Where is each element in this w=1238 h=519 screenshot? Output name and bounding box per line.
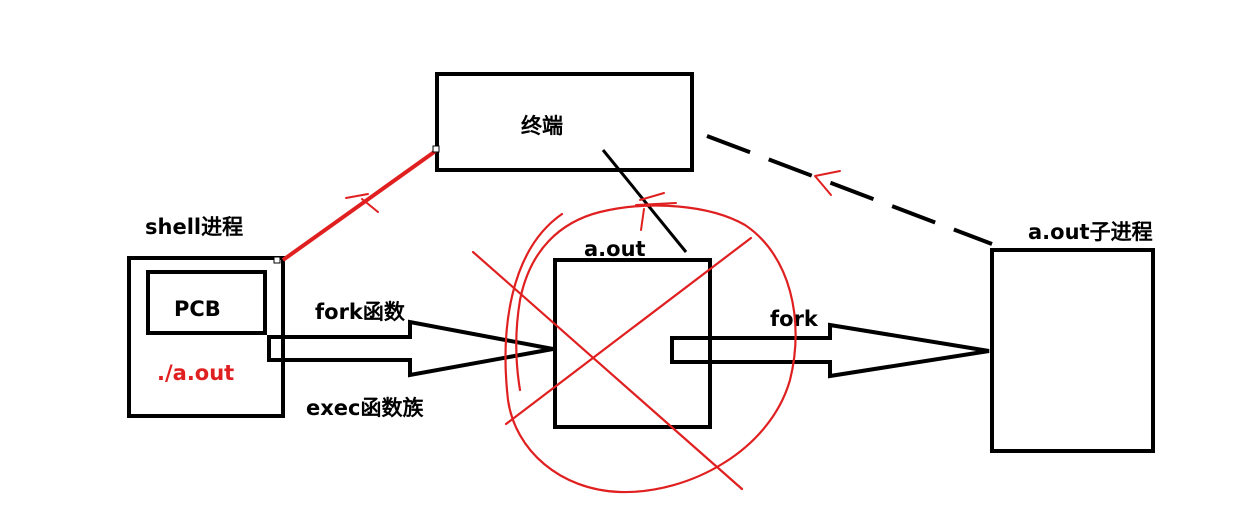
red-arrowhead-mark-vertical [635, 192, 677, 231]
fork-arrow [670, 322, 990, 379]
connector-handle-bottom [273, 256, 281, 264]
aout-child-label: a.out子进程 [1028, 220, 1153, 244]
aout-child-box [990, 248, 1155, 453]
exec-family-label: exec函数族 [306, 396, 424, 420]
shell-process-label: shell进程 [145, 215, 243, 239]
aout-box [553, 258, 712, 429]
aout-label: a.out [584, 237, 646, 261]
red-arrowhead-mark [345, 193, 379, 213]
red-arrowhead-mark-dashed [814, 170, 841, 196]
shell-terminal-connector [281, 148, 439, 262]
fork-function-label: fork函数 [315, 300, 406, 324]
aout-terminal-connector [601, 149, 688, 253]
connector-handle-top [432, 145, 440, 153]
red-cross-stroke-1 [471, 250, 744, 491]
pcb-label: PCB [174, 297, 221, 321]
terminal-label: 终端 [521, 114, 563, 138]
child-terminal-dashed-connector [706, 134, 993, 246]
red-scribble-circle [504, 204, 797, 494]
red-cross-stroke-2 [504, 236, 753, 426]
pcb-box [146, 270, 267, 335]
terminal-box [435, 72, 694, 172]
shell-process-box [127, 256, 285, 418]
run-command-label: ./a.out [157, 361, 234, 385]
fork-exec-arrow [267, 319, 554, 378]
